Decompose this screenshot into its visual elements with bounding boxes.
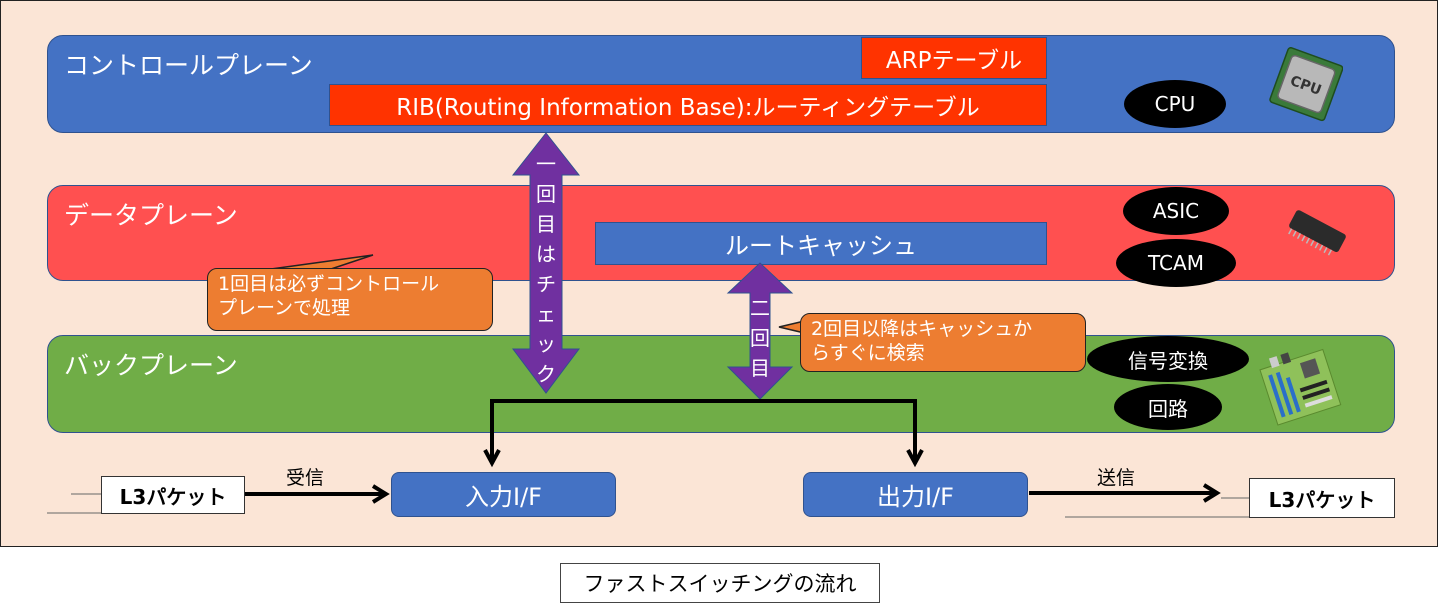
first-pass-char: 一: [536, 152, 556, 176]
tcam-label: TCAM: [1116, 239, 1236, 287]
diagram-caption: ファストスイッチングの流れ: [560, 563, 880, 603]
callout-line: らすぐに検索: [811, 342, 925, 364]
first-pass-char: 目: [536, 212, 556, 236]
callout-line: 2回目以降はキャッシュか: [811, 318, 1033, 340]
cpu-icon: CPU: [1269, 46, 1344, 123]
back-plane-title: バックプレーン: [64, 351, 238, 380]
first-pass-label: 一 回 目 は チ ェ ッ ク: [531, 149, 561, 389]
backplane-path-line: [490, 399, 917, 463]
callout-line: プレーンで処理: [218, 297, 351, 319]
route-cache: ルートキャッシュ: [595, 222, 1047, 265]
callout-line: 1回目は必ずコントロール: [218, 273, 440, 295]
receive-arrowhead: [371, 484, 390, 504]
input-arrowhead: [483, 449, 501, 468]
first-pass-char: ェ: [536, 302, 556, 326]
asic-label: ASIC: [1123, 187, 1229, 235]
receive-label: 受信: [286, 467, 325, 489]
circuit-label: 回路: [1114, 384, 1222, 430]
chip-icon: [1279, 207, 1355, 257]
output-interface: 出力I/F: [803, 472, 1028, 517]
first-pass-char: 回: [536, 182, 556, 206]
control-plane-title: コントロールプレーン: [64, 51, 313, 80]
data-plane-title: データプレーン: [64, 201, 238, 230]
second-pass-char: 目: [750, 356, 770, 380]
diagram-canvas: コントロールプレーン ARPテーブル RIB(Routing Informati…: [0, 0, 1438, 547]
output-arrowhead: [906, 449, 924, 468]
signal-conversion-label: 信号変換: [1087, 336, 1249, 382]
send-arrowhead: [1202, 483, 1221, 503]
second-pass-callout: 2回目以降はキャッシュか らすぐに検索: [800, 313, 1086, 372]
cpu-label: CPU: [1124, 80, 1226, 128]
rib-routing-table: RIB(Routing Information Base):ルーティングテーブル: [329, 84, 1047, 126]
incoming-l3-packet: L3パケット: [101, 476, 245, 514]
send-label: 送信: [1097, 467, 1136, 489]
second-pass-label: 二 回 目: [745, 293, 775, 383]
first-pass-char: は: [536, 242, 556, 266]
first-pass-char: ク: [536, 362, 556, 386]
arp-table: ARPテーブル: [861, 37, 1047, 79]
first-callout-tail: [270, 254, 374, 270]
second-pass-char: 二: [750, 296, 770, 320]
first-pass-char: ッ: [536, 332, 556, 356]
outgoing-l3-packet: L3パケット: [1249, 478, 1395, 518]
first-pass-double-arrow: [511, 132, 581, 394]
input-interface: 入力I/F: [391, 472, 616, 517]
circuit-board-icon: [1259, 344, 1343, 428]
second-pass-char: 回: [750, 326, 770, 350]
first-pass-char: チ: [536, 272, 556, 296]
first-pass-callout: 1回目は必ずコントロール プレーンで処理: [207, 268, 493, 331]
